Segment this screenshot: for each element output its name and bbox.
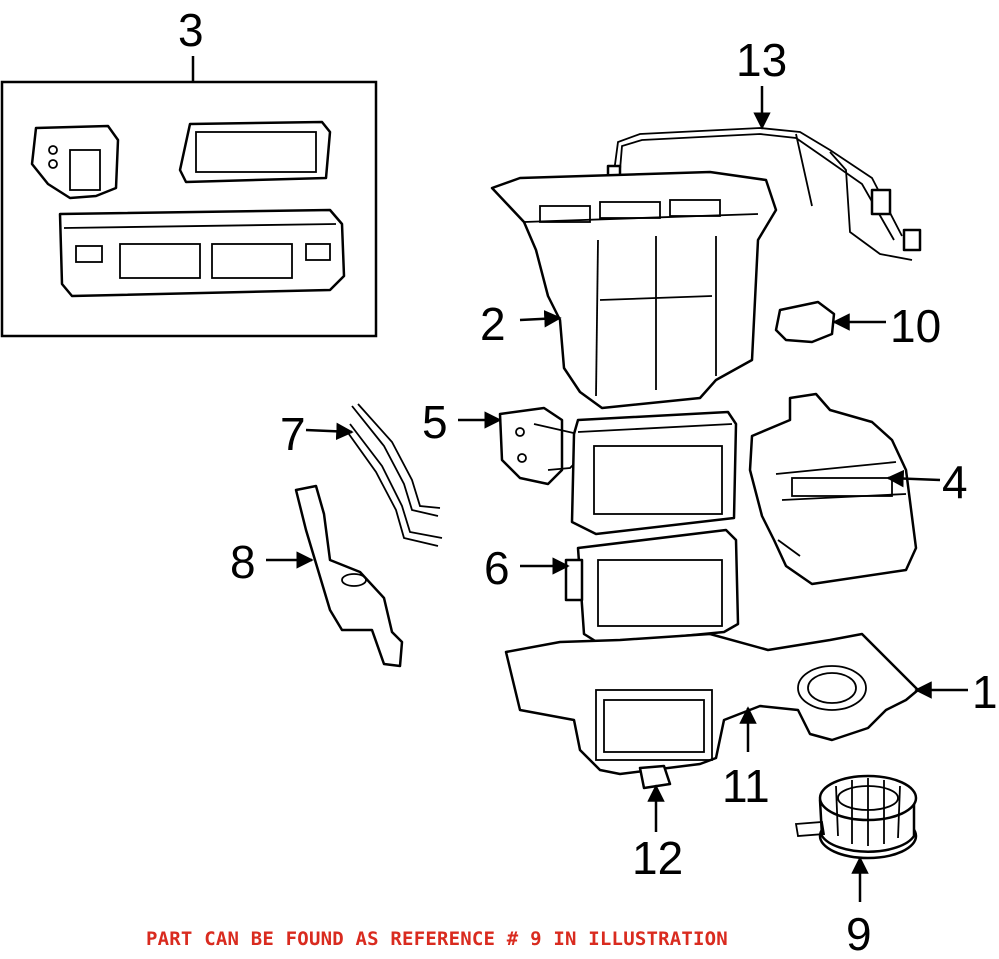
callout-7: 7 <box>280 408 306 460</box>
part-6-heater-core <box>564 528 740 646</box>
callout-11: 11 <box>722 760 770 812</box>
callout-3: 3 <box>178 4 204 56</box>
part-1-lower-case <box>504 632 920 790</box>
callout-12: 12 <box>632 832 683 884</box>
part-4-recirculation-housing <box>748 392 918 586</box>
callout-6: 6 <box>484 542 510 594</box>
part-13-wiring-harness <box>606 127 922 261</box>
callout-2: 2 <box>480 298 506 350</box>
reference-caption: PART CAN BE FOUND AS REFERENCE # 9 IN IL… <box>146 928 728 950</box>
part-10-actuator <box>774 300 836 344</box>
part-3-control-panel-group <box>0 56 378 338</box>
callout-13: 13 <box>736 34 787 86</box>
part-8-floor-duct <box>294 484 404 668</box>
callout-9: 9 <box>846 908 872 959</box>
callout-10: 10 <box>890 300 941 352</box>
callout-1: 1 <box>972 666 998 718</box>
evaporator-core <box>570 410 738 536</box>
callout-8: 8 <box>230 536 256 588</box>
part-9-blower-motor <box>794 774 918 860</box>
part-5-expansion-valve <box>498 406 588 486</box>
part-7-heater-hoses <box>345 403 443 547</box>
callout-4: 4 <box>942 456 968 508</box>
part-2-upper-housing <box>490 170 778 410</box>
callout-5: 5 <box>422 396 448 448</box>
leader-lines <box>266 86 968 902</box>
